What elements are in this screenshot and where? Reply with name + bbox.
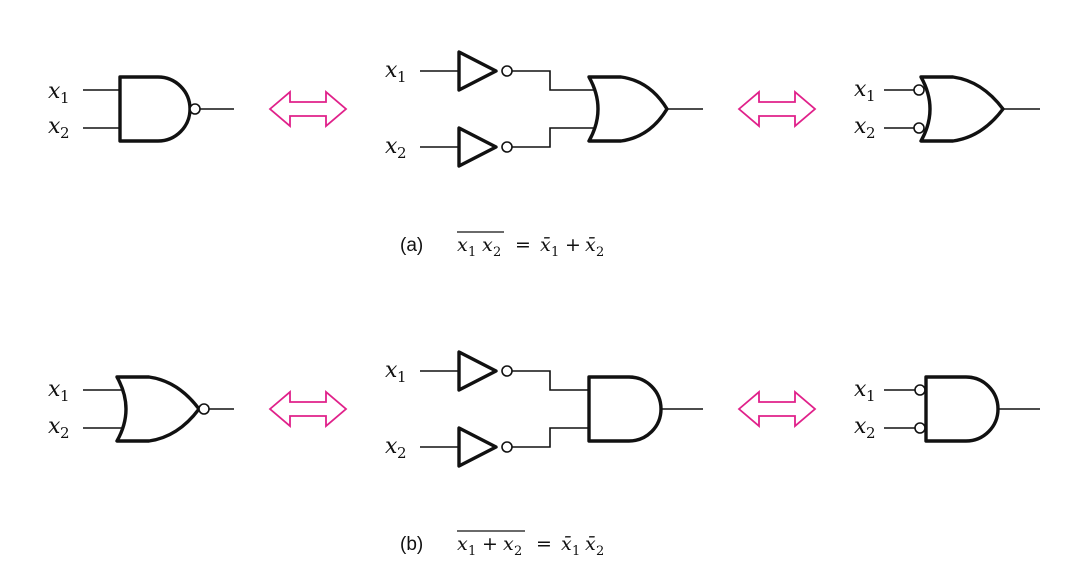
svg-text:x: x: [457, 234, 468, 256]
inverter-or-circuit-a: [420, 50, 703, 168]
svg-text:1: 1: [468, 544, 476, 559]
svg-text:x: x: [385, 434, 398, 459]
caption-a: (a) x 1 x 2 = x̄ 1 + x̄ 2: [400, 231, 604, 260]
svg-text:1: 1: [60, 89, 70, 107]
svg-text:2: 2: [514, 544, 522, 559]
svg-text:2: 2: [60, 424, 70, 442]
svg-text:x: x: [482, 234, 493, 256]
equivalence-arrow-icon: [269, 391, 347, 427]
svg-text:x: x: [48, 114, 61, 139]
input-label-b1-left: x 1: [48, 377, 70, 405]
svg-text:x: x: [385, 358, 398, 383]
and-gate-inverted-inputs: [884, 375, 1040, 443]
svg-text:2: 2: [397, 144, 407, 162]
svg-text:1: 1: [397, 368, 407, 386]
input-label-a1-right: x 1: [854, 77, 876, 105]
or-gate-inverted-inputs: [884, 75, 1040, 143]
svg-text:2: 2: [596, 544, 604, 559]
input-label-b2-mid: x 2: [385, 434, 407, 462]
input-label-a1-left: x 1: [48, 79, 70, 107]
svg-text:1: 1: [468, 245, 476, 260]
svg-text:1: 1: [572, 544, 580, 559]
svg-text:x̄: x̄: [561, 533, 572, 555]
equivalence-arrow-icon: [738, 391, 816, 427]
input-label-a2-right: x 2: [854, 114, 876, 142]
caption-b: (b) x 1 + x 2 = x̄ 1 x̄ 2: [400, 530, 604, 559]
svg-text:=: =: [536, 533, 552, 555]
svg-text:x: x: [48, 79, 61, 104]
svg-text:x: x: [854, 114, 867, 139]
svg-text:x: x: [854, 77, 867, 102]
svg-text:x: x: [854, 414, 867, 439]
nor-gate-left: [83, 375, 234, 443]
svg-text:x̄: x̄: [585, 234, 596, 256]
nand-gate-left: [83, 75, 234, 143]
input-label-b2-left: x 2: [48, 414, 70, 442]
input-label-a1-mid: x 1: [385, 58, 407, 86]
svg-text:x̄: x̄: [585, 533, 596, 555]
input-label-a2-left: x 2: [48, 114, 70, 142]
svg-text:1: 1: [397, 68, 407, 86]
svg-text:1: 1: [60, 387, 70, 405]
input-label-b1-right: x 1: [854, 377, 876, 405]
equivalence-arrow-icon: [269, 91, 347, 127]
svg-text:=: =: [515, 234, 531, 256]
svg-text:2: 2: [866, 424, 876, 442]
svg-text:2: 2: [596, 245, 604, 260]
svg-text:1: 1: [551, 245, 559, 260]
svg-text:x: x: [503, 533, 514, 555]
svg-text:x: x: [48, 377, 61, 402]
svg-text:(a): (a): [400, 235, 423, 256]
svg-text:x: x: [48, 414, 61, 439]
svg-text:x: x: [385, 58, 398, 83]
svg-text:x: x: [457, 533, 468, 555]
input-label-a2-mid: x 2: [385, 134, 407, 162]
svg-text:1: 1: [866, 387, 876, 405]
svg-text:2: 2: [397, 444, 407, 462]
svg-text:x: x: [385, 134, 398, 159]
svg-text:2: 2: [493, 245, 501, 260]
input-label-b2-right: x 2: [854, 414, 876, 442]
inverter-and-circuit-b: [420, 350, 703, 468]
svg-text:x̄: x̄: [540, 234, 551, 256]
svg-text:+: +: [565, 234, 581, 256]
svg-text:1: 1: [866, 87, 876, 105]
input-label-b1-mid: x 1: [385, 358, 407, 386]
svg-text:x: x: [854, 377, 867, 402]
svg-text:(b): (b): [400, 534, 423, 555]
svg-text:2: 2: [866, 124, 876, 142]
svg-text:2: 2: [60, 124, 70, 142]
svg-text:+: +: [482, 533, 498, 555]
equivalence-arrow-icon: [738, 91, 816, 127]
